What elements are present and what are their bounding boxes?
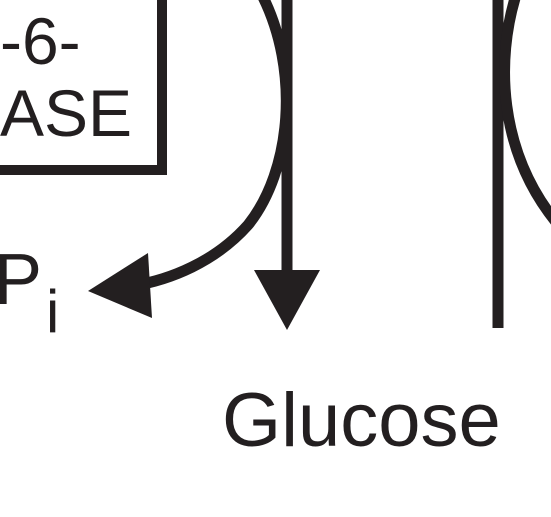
enzyme-name-line-1: -6- [0, 4, 81, 78]
enzyme-box-outline [0, 0, 167, 175]
phosphate-subscript: i [46, 278, 60, 345]
right-pathway-curve [499, 0, 551, 225]
glucose-arrowhead [254, 270, 320, 330]
pi-arrowhead [88, 253, 152, 318]
enzyme-name-line-2: ASE [0, 76, 133, 150]
phosphate-symbol: P [0, 240, 43, 320]
pi-release-curve [131, 0, 292, 292]
glucose-label: Glucose [222, 378, 501, 463]
phosphate-label: Pi [0, 244, 59, 342]
